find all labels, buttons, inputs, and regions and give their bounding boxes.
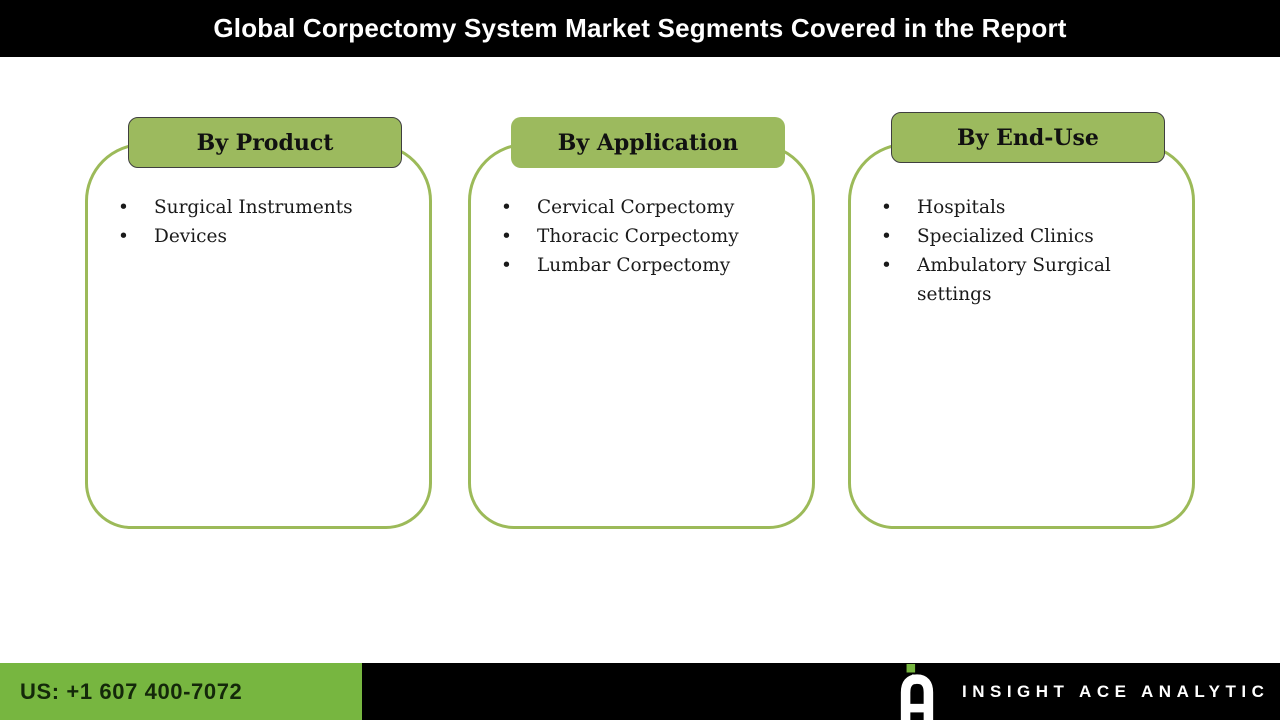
list-item: Specialized Clinics — [881, 222, 1171, 251]
list-item: Ambulatory Surgical settings — [881, 251, 1171, 309]
segment-card-product-title: By Product — [196, 129, 334, 156]
segment-card-product-header: By Product — [128, 117, 402, 168]
list-item: Cervical Corpectomy — [501, 193, 791, 222]
page-title: Global Corpectomy System Market Segments… — [213, 13, 1067, 43]
segment-card-enduse-title: By End-Use — [957, 124, 1099, 151]
list-item: Thoracic Corpectomy — [501, 222, 791, 251]
segment-card-enduse-list: Hospitals Specialized Clinics Ambulatory… — [851, 193, 1192, 309]
segment-card-enduse: By End-Use Hospitals Specialized Clinics… — [848, 112, 1195, 529]
list-item: Surgical Instruments — [118, 193, 408, 222]
segment-card-application-title: By Application — [557, 129, 739, 156]
brand-block: INSIGHT ACE ANALYTIC — [898, 663, 1269, 720]
segment-card-application: By Application Cervical Corpectomy Thora… — [468, 117, 815, 529]
brand-name: INSIGHT ACE ANALYTIC — [962, 681, 1270, 701]
insight-ace-logo-icon — [900, 663, 934, 720]
segment-card-enduse-header: By End-Use — [891, 112, 1165, 163]
list-item: Hospitals — [881, 193, 1171, 222]
segment-card-product-list: Surgical Instruments Devices — [88, 193, 429, 251]
segment-card-application-header: By Application — [511, 117, 785, 168]
segment-card-application-list: Cervical Corpectomy Thoracic Corpectomy … — [471, 193, 812, 280]
phone-box: US: +1 607 400-7072 — [0, 663, 362, 720]
list-item: Lumbar Corpectomy — [501, 251, 791, 280]
segment-card-product: By Product Surgical Instruments Devices — [85, 117, 432, 529]
list-item: Devices — [118, 222, 408, 251]
footer-bar: US: +1 607 400-7072 INSIGHT ACE ANALYTIC — [0, 663, 1280, 720]
title-bar: Global Corpectomy System Market Segments… — [0, 0, 1280, 57]
phone-number: US: +1 607 400-7072 — [20, 678, 243, 704]
